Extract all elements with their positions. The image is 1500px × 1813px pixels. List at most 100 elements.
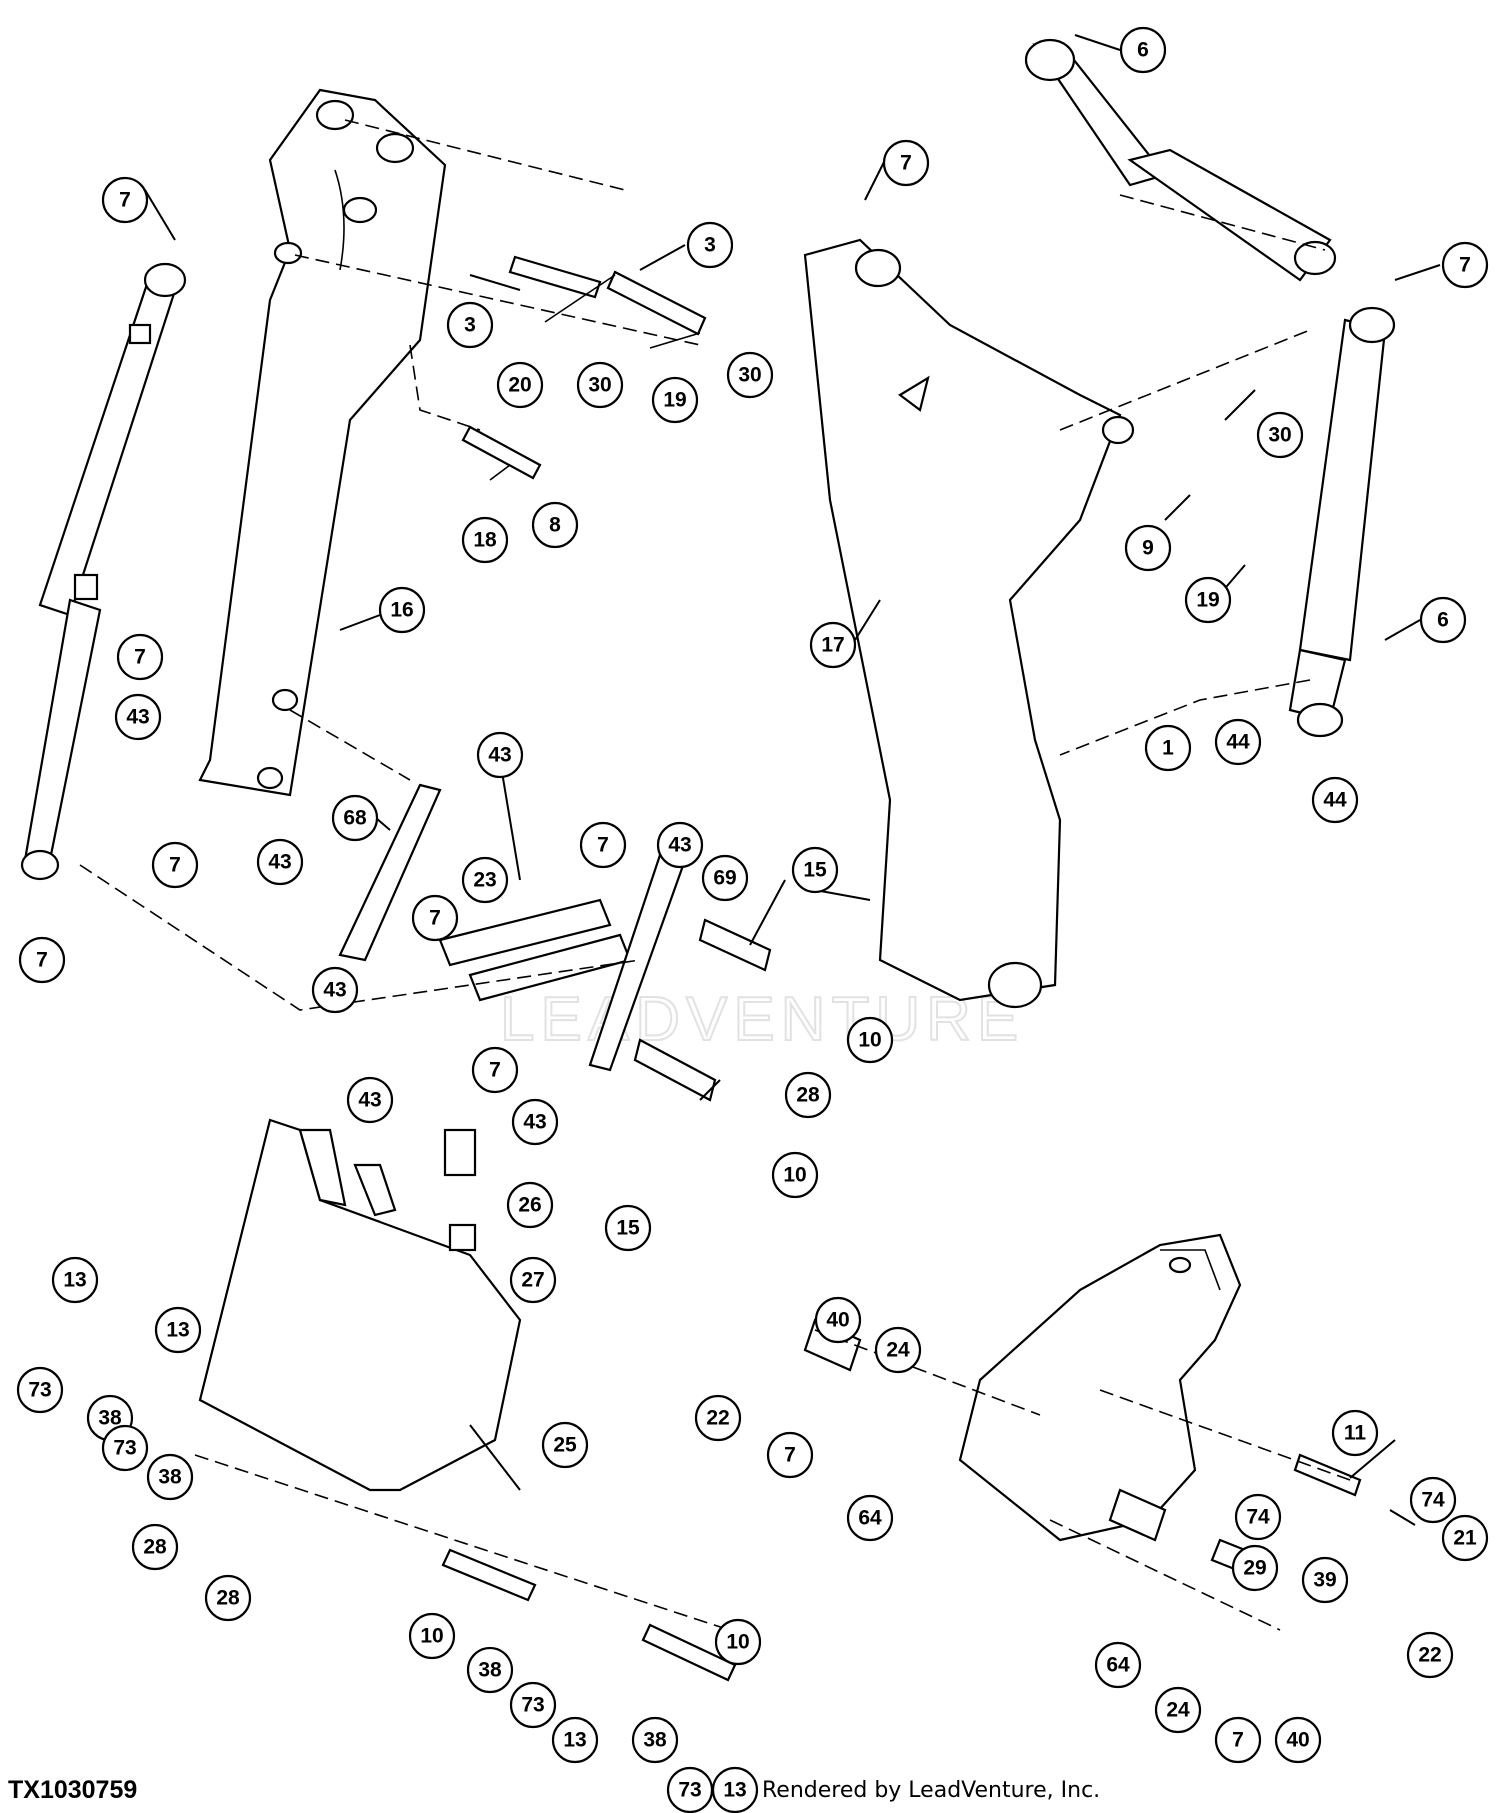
callout-7-frame-bottom: 7 bbox=[1214, 1716, 1262, 1764]
callout-7-boom-mid: 7 bbox=[116, 633, 164, 681]
svg-text:13: 13 bbox=[63, 1269, 86, 1292]
callout-74-right: 74 bbox=[1409, 1476, 1457, 1524]
callout-30-c: 30 bbox=[1256, 411, 1304, 459]
callout-7-frame-top: 7 bbox=[766, 1431, 814, 1479]
callout-7-cylinder-top-left: 7 bbox=[101, 176, 149, 224]
callout-23: 23 bbox=[461, 856, 509, 904]
svg-text:3: 3 bbox=[704, 234, 716, 257]
callout-7-dipper-top: 7 bbox=[882, 139, 930, 187]
svg-text:7: 7 bbox=[169, 854, 181, 877]
callout-22-top: 22 bbox=[694, 1394, 742, 1442]
callout-74-left: 74 bbox=[1234, 1493, 1282, 1541]
bucket-linkage bbox=[338, 783, 772, 1102]
svg-text:15: 15 bbox=[803, 859, 827, 882]
svg-text:28: 28 bbox=[796, 1084, 820, 1107]
boom-cylinder bbox=[20, 262, 187, 881]
svg-text:27: 27 bbox=[521, 1269, 544, 1292]
svg-text:13: 13 bbox=[723, 1779, 746, 1802]
svg-text:16: 16 bbox=[390, 599, 413, 622]
callout-6-right: 6 bbox=[1419, 596, 1467, 644]
svg-text:10: 10 bbox=[783, 1164, 806, 1187]
callout-7-cylinder-bottom: 7 bbox=[18, 936, 66, 984]
svg-text:29: 29 bbox=[1243, 1557, 1266, 1580]
callout-38-d: 38 bbox=[631, 1716, 679, 1764]
callout-38-b: 38 bbox=[146, 1453, 194, 1501]
callout-25: 25 bbox=[541, 1421, 589, 1469]
svg-text:43: 43 bbox=[323, 979, 346, 1002]
svg-text:18: 18 bbox=[473, 529, 497, 552]
svg-text:64: 64 bbox=[858, 1507, 882, 1530]
callout-40-top: 40 bbox=[814, 1296, 862, 1344]
callout-9: 9 bbox=[1124, 524, 1172, 572]
callout-10-mid: 10 bbox=[771, 1151, 819, 1199]
callout-43-boom: 43 bbox=[114, 693, 162, 741]
svg-text:22: 22 bbox=[1418, 1644, 1441, 1667]
svg-text:7: 7 bbox=[1232, 1729, 1244, 1752]
callout-19-a: 19 bbox=[651, 376, 699, 424]
svg-text:38: 38 bbox=[158, 1466, 182, 1489]
callout-8: 8 bbox=[531, 501, 579, 549]
svg-text:43: 43 bbox=[126, 706, 149, 729]
figure-id: TX1030759 bbox=[8, 1776, 138, 1804]
svg-text:43: 43 bbox=[523, 1111, 546, 1134]
svg-text:24: 24 bbox=[886, 1339, 910, 1362]
dipperstick bbox=[803, 238, 1135, 1009]
callout-29: 29 bbox=[1231, 1544, 1279, 1592]
svg-text:73: 73 bbox=[113, 1437, 136, 1460]
svg-text:73: 73 bbox=[28, 1379, 51, 1402]
svg-text:24: 24 bbox=[1166, 1699, 1190, 1722]
svg-text:7: 7 bbox=[784, 1444, 796, 1467]
svg-text:9: 9 bbox=[1142, 537, 1154, 560]
callout-39: 39 bbox=[1301, 1556, 1349, 1604]
callout-27: 27 bbox=[509, 1256, 557, 1304]
callout-28-link: 28 bbox=[784, 1071, 832, 1119]
svg-text:10: 10 bbox=[420, 1625, 443, 1648]
svg-text:20: 20 bbox=[508, 374, 531, 397]
boom-pins bbox=[461, 255, 707, 481]
callout-44-a: 44 bbox=[1214, 718, 1262, 766]
callout-7-cylinder-top-right: 7 bbox=[1441, 241, 1489, 289]
svg-text:38: 38 bbox=[98, 1407, 122, 1430]
svg-text:43: 43 bbox=[268, 851, 291, 874]
callout-1: 1 bbox=[1144, 724, 1192, 772]
svg-text:7: 7 bbox=[900, 152, 912, 175]
callout-43-link-bottom-left: 43 bbox=[346, 1076, 394, 1124]
callout-43-link-left: 43 bbox=[311, 966, 359, 1014]
svg-text:30: 30 bbox=[588, 374, 611, 397]
svg-text:19: 19 bbox=[1196, 589, 1219, 612]
callout-11: 11 bbox=[1331, 1409, 1379, 1457]
svg-text:7: 7 bbox=[36, 949, 48, 972]
lower-pins bbox=[441, 1318, 1362, 1682]
svg-text:23: 23 bbox=[473, 869, 496, 892]
svg-text:21: 21 bbox=[1453, 1527, 1477, 1550]
svg-text:30: 30 bbox=[738, 364, 761, 387]
callout-44-b: 44 bbox=[1311, 776, 1359, 824]
callout-28-bucket-b: 28 bbox=[204, 1574, 252, 1622]
callout-30-b: 30 bbox=[726, 351, 774, 399]
svg-text:6: 6 bbox=[1137, 39, 1149, 62]
callout-10-right: 10 bbox=[714, 1618, 762, 1666]
svg-text:7: 7 bbox=[119, 189, 131, 212]
callout-13-c: 13 bbox=[551, 1716, 599, 1764]
callout-10-top: 10 bbox=[846, 1016, 894, 1064]
callout-7-link-top: 7 bbox=[579, 821, 627, 869]
render-credit: Rendered by LeadVenture, Inc. bbox=[762, 1778, 1101, 1803]
callout-19-b: 19 bbox=[1184, 576, 1232, 624]
svg-text:7: 7 bbox=[429, 907, 441, 930]
svg-text:28: 28 bbox=[216, 1587, 240, 1610]
callout-28-bucket-a: 28 bbox=[131, 1523, 179, 1571]
svg-text:1: 1 bbox=[1162, 737, 1174, 760]
callout-68: 68 bbox=[331, 794, 379, 842]
svg-text:13: 13 bbox=[563, 1729, 586, 1752]
svg-text:73: 73 bbox=[678, 1779, 701, 1802]
svg-text:3: 3 bbox=[464, 314, 476, 337]
svg-text:30: 30 bbox=[1268, 424, 1291, 447]
callout-24-top: 24 bbox=[874, 1326, 922, 1374]
callout-73-c: 73 bbox=[509, 1681, 557, 1729]
svg-text:7: 7 bbox=[134, 646, 146, 669]
callout-73-b: 73 bbox=[101, 1424, 149, 1472]
svg-text:10: 10 bbox=[726, 1631, 749, 1654]
svg-text:43: 43 bbox=[358, 1089, 381, 1112]
svg-text:68: 68 bbox=[343, 807, 367, 830]
